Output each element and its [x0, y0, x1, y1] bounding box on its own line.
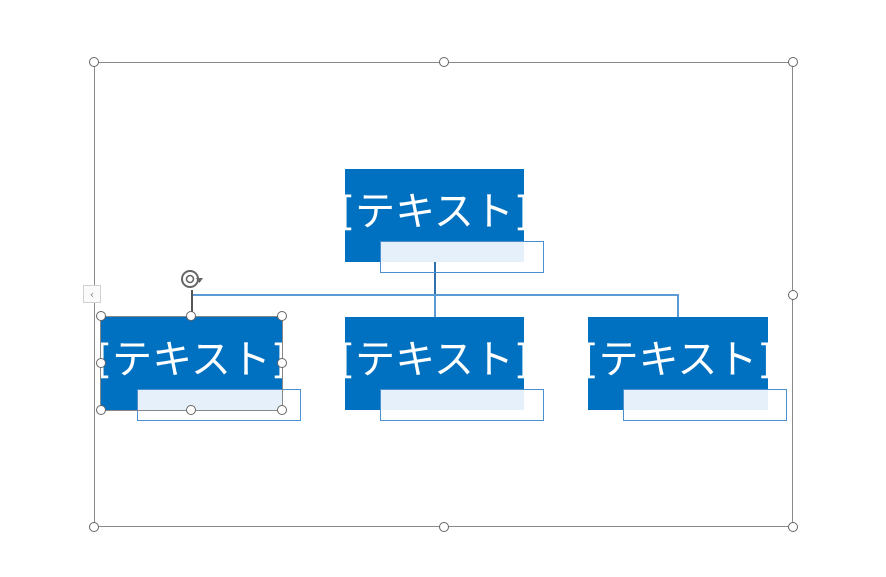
- assistant-box-2[interactable]: [380, 389, 544, 421]
- assistant-fill: [381, 242, 524, 262]
- connector-horizontal: [191, 294, 679, 296]
- assistant-box-1[interactable]: [137, 389, 301, 421]
- node-handle-n[interactable]: [186, 311, 196, 321]
- rotate-stem: [191, 290, 193, 317]
- resize-handle-s[interactable]: [439, 522, 449, 532]
- selection-outline: [100, 316, 283, 411]
- node-handle-s[interactable]: [186, 405, 196, 415]
- connector-mid: [434, 295, 436, 317]
- text-pane-toggle-button[interactable]: ‹: [83, 285, 101, 303]
- node-handle-nw[interactable]: [96, 311, 106, 321]
- connector-top: [434, 262, 436, 295]
- node-text[interactable]: [テキスト]: [96, 337, 287, 383]
- node-handle-ne[interactable]: [277, 311, 287, 321]
- assistant-box-top[interactable]: [380, 241, 544, 273]
- connector-right: [677, 295, 679, 317]
- node-text[interactable]: [テキスト]: [583, 337, 774, 383]
- node-handle-e[interactable]: [277, 358, 287, 368]
- chevron-left-icon: ‹: [89, 287, 95, 301]
- assistant-fill: [381, 390, 524, 410]
- rotate-handle-icon[interactable]: [179, 268, 205, 292]
- resize-handle-n[interactable]: [439, 57, 449, 67]
- node-text[interactable]: [テキスト]: [339, 189, 530, 235]
- node-handle-w[interactable]: [96, 358, 106, 368]
- resize-handle-e[interactable]: [788, 290, 798, 300]
- node-text[interactable]: [テキスト]: [339, 337, 530, 383]
- assistant-box-3[interactable]: [623, 389, 787, 421]
- resize-handle-nw[interactable]: [89, 57, 99, 67]
- node-handle-se[interactable]: [277, 405, 287, 415]
- node-handle-sw[interactable]: [96, 405, 106, 415]
- resize-handle-ne[interactable]: [788, 57, 798, 67]
- assistant-fill: [624, 390, 768, 410]
- resize-handle-se[interactable]: [788, 522, 798, 532]
- resize-handle-sw[interactable]: [89, 522, 99, 532]
- assistant-fill: [138, 390, 282, 410]
